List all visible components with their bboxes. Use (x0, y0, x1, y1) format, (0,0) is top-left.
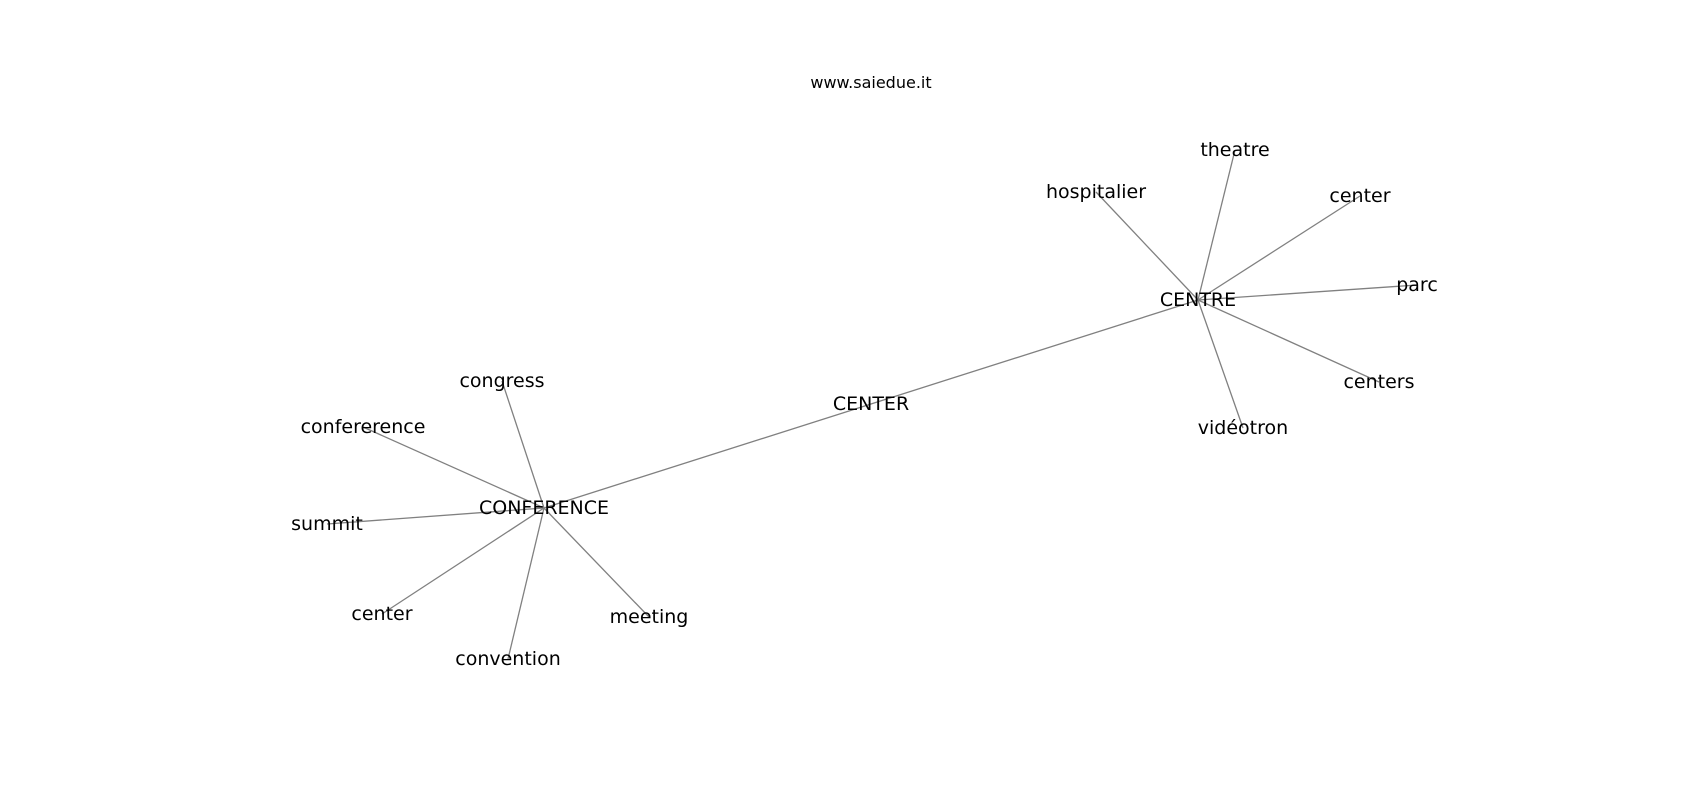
node-label-center-l: center (351, 603, 412, 625)
node-label-center-r: center (1329, 185, 1390, 207)
edge-centre-center-r (1197, 195, 1361, 301)
edge-layer (326, 149, 1418, 660)
edge-centre-videotron (1197, 299, 1244, 429)
edge-conference-convention (507, 507, 545, 660)
node-label-congress: congress (459, 370, 544, 392)
node-label-confererence: confererence (301, 416, 426, 438)
node-label-hospitalier: hospitalier (1046, 181, 1146, 203)
node-label-videotron: vidéotron (1198, 417, 1288, 439)
node-label-center-hub: CENTER (833, 393, 909, 415)
edge-centre-parc (1197, 284, 1418, 301)
edge-conference-summit (326, 507, 545, 525)
edge-conference-congress (501, 380, 545, 509)
edge-centre-hospitalier (1095, 191, 1199, 301)
edge-centre-theatre (1197, 149, 1236, 301)
node-label-convention: convention (455, 648, 560, 670)
node-label-summit: summit (291, 513, 363, 535)
node-label-centers: centers (1343, 371, 1414, 393)
page-title: www.saiedue.it (810, 73, 931, 92)
node-label-centre: CENTRE (1160, 289, 1236, 311)
edge-conference-center-l (381, 507, 545, 615)
node-label-meeting: meeting (610, 606, 689, 628)
node-label-conference: CONFERENCE (479, 497, 609, 519)
edge-centre-centers (1197, 299, 1380, 383)
node-label-theatre: theatre (1200, 139, 1269, 161)
edge-conference-centre (543, 299, 1199, 509)
node-layer: CENTER CENTRE CONFERENCE theatre hospitalier… (291, 139, 1438, 670)
edge-conference-confererence (362, 426, 545, 509)
edge-conference-meeting (543, 507, 650, 618)
node-label-parc: parc (1396, 274, 1438, 296)
